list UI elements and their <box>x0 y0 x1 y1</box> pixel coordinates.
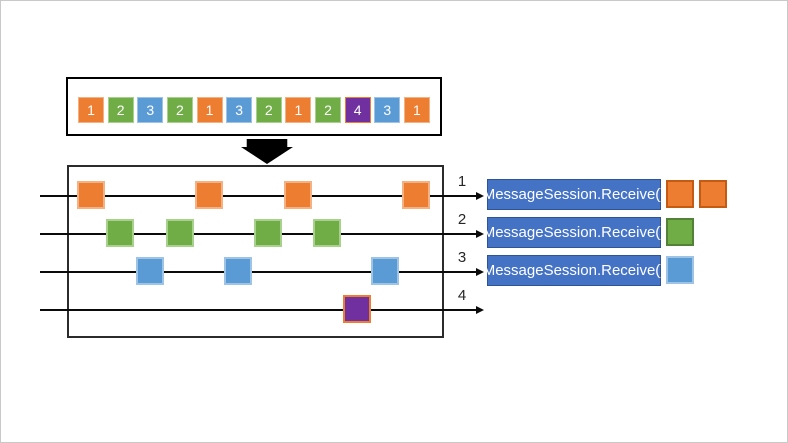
message-session-receive-box: MessageSession.Receive() <box>483 255 665 286</box>
queue-message-square: 4 <box>344 97 371 123</box>
session-message-square <box>313 219 341 247</box>
lane-arrowhead-icon <box>476 192 484 200</box>
queue-message-square: 2 <box>107 97 134 123</box>
session-id-label: 1 <box>457 173 467 190</box>
lane-arrowhead-icon <box>476 268 484 276</box>
message-session-receive-box: MessageSession.Receive() <box>483 217 665 248</box>
lane-arrowhead-icon <box>476 306 484 314</box>
received-message-square <box>666 256 694 284</box>
lane-arrowhead-icon <box>476 230 484 238</box>
received-message-square <box>666 218 694 246</box>
session-message-square <box>136 257 164 285</box>
queue-message-square: 3 <box>374 97 401 123</box>
session-message-square <box>106 219 134 247</box>
queue-message-square: 2 <box>315 97 341 123</box>
session-message-square <box>77 181 105 209</box>
session-message-square <box>224 257 252 285</box>
message-session-receive-box: MessageSession.Receive() <box>483 179 665 210</box>
session-message-square <box>254 219 282 247</box>
received-message-square <box>699 180 727 208</box>
session-message-square <box>371 257 399 285</box>
session-message-square <box>284 181 312 209</box>
session-message-square <box>402 181 430 209</box>
down-arrow-icon <box>241 139 293 164</box>
session-id-label: 3 <box>457 249 467 266</box>
session-id-label: 2 <box>457 211 467 228</box>
received-message-square <box>666 180 694 208</box>
queue-message-square: 1 <box>285 97 312 123</box>
session-message-square <box>195 181 223 209</box>
queue-message-square: 2 <box>255 97 282 123</box>
queue-message-square: 1 <box>78 97 104 123</box>
session-lane-line <box>40 271 477 273</box>
queue-message-square: 1 <box>403 97 430 123</box>
session-message-square <box>343 295 371 323</box>
session-lane-line <box>40 195 477 197</box>
queue-message-square: 1 <box>196 97 223 123</box>
sessions-box <box>67 165 444 338</box>
queue-message-square: 3 <box>137 97 164 123</box>
session-id-label: 4 <box>457 287 467 304</box>
queue-message-square: 2 <box>166 97 193 123</box>
session-message-square <box>166 219 194 247</box>
queue-message-square: 3 <box>226 97 253 123</box>
session-lane-line <box>40 309 477 311</box>
